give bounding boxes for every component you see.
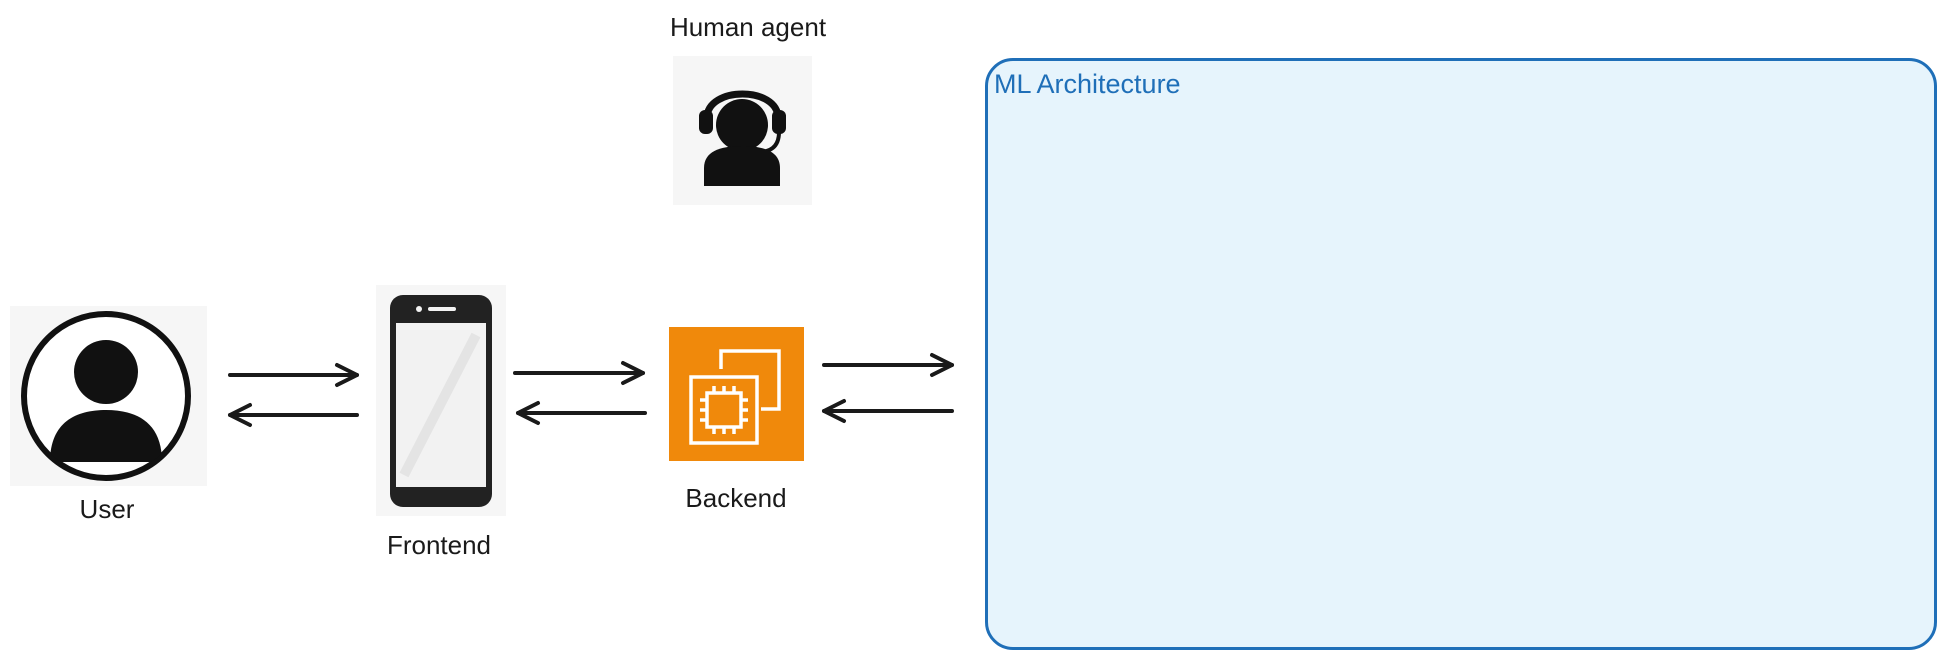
compute-chip-icon — [689, 349, 781, 445]
user-node[interactable] — [10, 306, 207, 486]
backend-label: Backend — [685, 483, 787, 513]
arrow-frontend-to-backend — [513, 361, 645, 385]
user-avatar-icon — [21, 311, 191, 481]
arrow-backend-to-frontend — [516, 401, 647, 425]
arrow-ml-to-backend — [822, 399, 954, 423]
arrow-user-to-frontend — [228, 363, 359, 387]
ml-architecture-container[interactable]: ML Architecture — [985, 58, 1937, 650]
arrow-frontend-to-user — [228, 403, 359, 427]
user-label: User — [79, 494, 135, 524]
smartphone-icon — [390, 295, 492, 507]
backend-node[interactable] — [669, 327, 804, 461]
arrow-backend-to-ml — [822, 353, 954, 377]
human-agent-label: Human agent — [669, 12, 827, 42]
frontend-node[interactable] — [376, 285, 506, 516]
headset-agent-icon — [699, 90, 786, 186]
human-agent-node[interactable] — [673, 56, 812, 205]
frontend-label: Frontend — [386, 530, 492, 560]
ml-architecture-title: ML Architecture — [994, 69, 1181, 99]
